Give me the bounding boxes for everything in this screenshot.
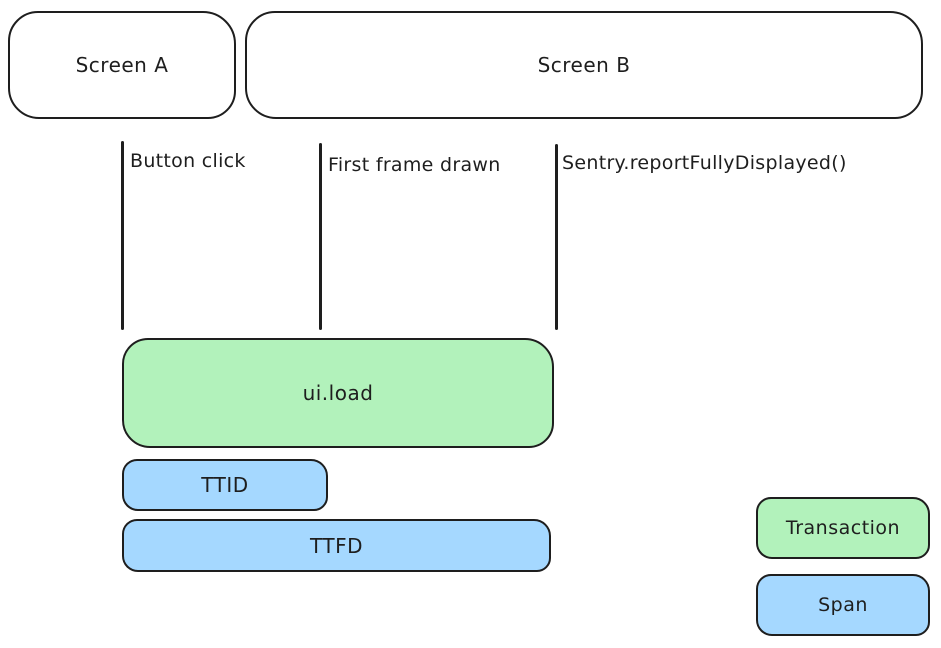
transaction-bar-ui-load: ui.load	[122, 338, 554, 448]
span-bar-ttfd: TTFD	[122, 519, 551, 572]
legend-item-span: Span	[756, 574, 930, 636]
marker-line-button-click	[121, 141, 124, 330]
marker-label-report-fully-displayed: Sentry.reportFullyDisplayed()	[562, 152, 847, 174]
marker-label-first-frame-drawn: First frame drawn	[328, 154, 501, 176]
span-bar-ttid-label: TTID	[201, 473, 249, 497]
span-bar-ttfd-label: TTFD	[310, 533, 363, 558]
screen-a-label: Screen A	[75, 53, 169, 77]
span-bar-ttid: TTID	[122, 459, 328, 511]
marker-line-first-frame-drawn	[319, 143, 322, 330]
legend-transaction-label: Transaction	[785, 517, 901, 539]
marker-line-report-fully-displayed	[555, 144, 558, 330]
legend-item-transaction: Transaction	[756, 497, 930, 559]
screen-b-label: Screen B	[537, 53, 631, 77]
legend-span-label: Span	[818, 594, 868, 616]
transaction-bar-ui-load-label: ui.load	[302, 381, 374, 405]
screen-b-box: Screen B	[245, 11, 923, 119]
marker-label-button-click: Button click	[130, 150, 246, 172]
screen-a-box: Screen A	[8, 11, 236, 119]
